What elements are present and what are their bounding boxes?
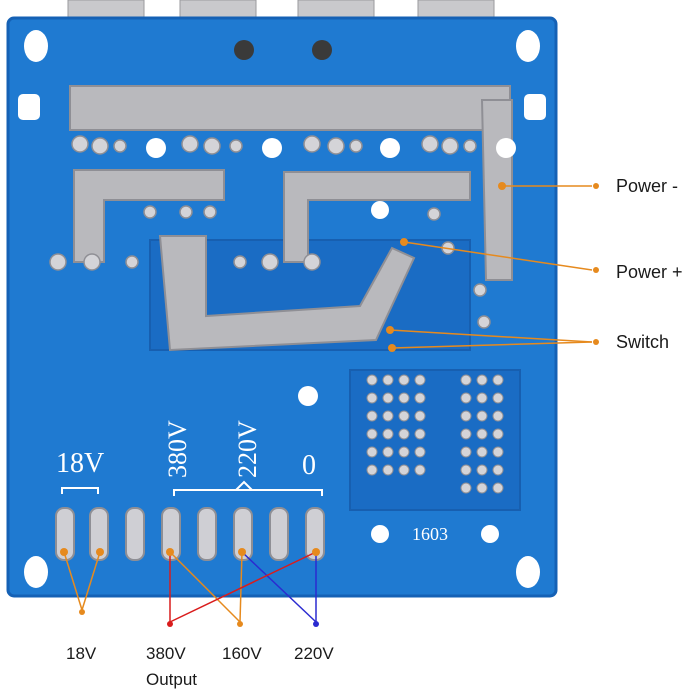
through-holes [146,138,516,543]
label-output: Output [146,670,198,689]
mounting-holes [18,30,546,588]
label-380v: 380V [146,644,186,663]
terminal-markers [60,548,320,627]
label-160v: 160V [222,644,262,663]
silk-18v: 18V [56,448,104,479]
label-18v: 18V [66,644,97,663]
label-220v: 220V [294,644,334,663]
callout-power-negative: Power - [616,176,679,196]
callout-power-positive: Power + [616,262,683,282]
callout-switch: Switch [616,332,670,352]
callout-lines [389,185,593,349]
silk-220v: 220V [233,420,262,478]
silkscreen-brackets [61,480,323,496]
silk-model: 1603 [412,524,448,544]
terminal-leader-lines [63,551,317,623]
silk-380v: 380V [163,420,192,478]
ic-pin-matrix [366,374,504,494]
silk-0: 0 [302,450,316,481]
solder-pads [49,135,491,329]
callout-dots [386,182,599,352]
terminal-pins [55,507,325,561]
